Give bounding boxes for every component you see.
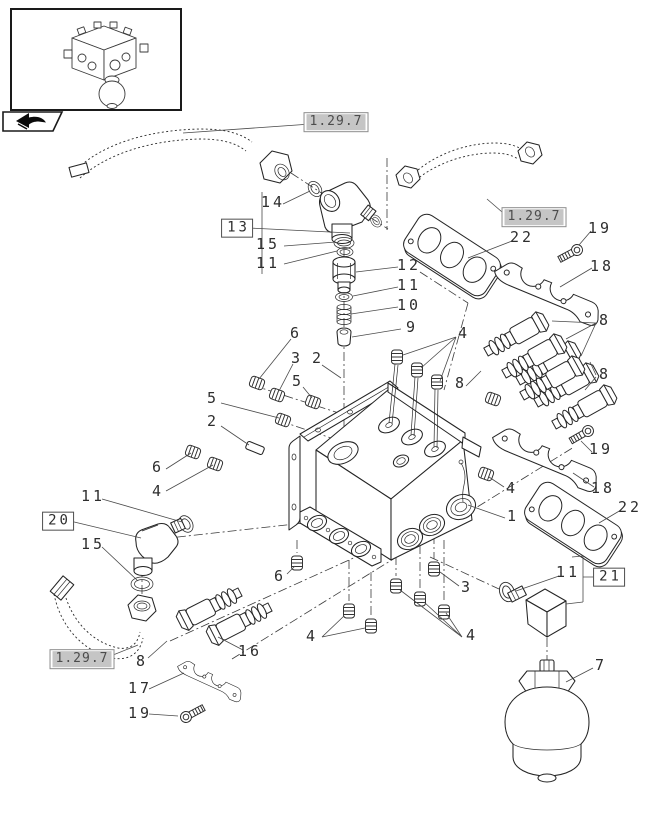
bolt-19-top bbox=[556, 242, 585, 265]
callout-3-37: 3 bbox=[460, 578, 474, 597]
valve-body-1 bbox=[288, 363, 482, 567]
callout-16-38: 16 bbox=[237, 642, 263, 661]
callout-18-15: 18 bbox=[589, 257, 615, 276]
section-ref-1.29.7-1[interactable]: 1.29.7 bbox=[501, 207, 567, 227]
callout-5-23: 5 bbox=[291, 372, 305, 391]
callout-11-8: 11 bbox=[255, 254, 281, 273]
callout-4-27: 4 bbox=[151, 482, 165, 501]
callout-4-41: 4 bbox=[465, 626, 479, 645]
callout-2-22: 2 bbox=[311, 349, 325, 368]
callout-15-7: 15 bbox=[255, 235, 281, 254]
leader-lines bbox=[69, 123, 622, 717]
section-ref-label: 1.29.7 bbox=[52, 651, 112, 667]
callout-11-10: 11 bbox=[396, 276, 422, 295]
assembly-thumbnail-drawing bbox=[63, 21, 149, 109]
back-arrow-tab[interactable] bbox=[2, 111, 64, 132]
section-ref-label: 1.29.7 bbox=[504, 209, 564, 225]
callout-19-14: 19 bbox=[587, 219, 613, 238]
callout-8-17: 8 bbox=[598, 365, 612, 384]
callout-13-3: 13 bbox=[221, 218, 253, 238]
assembly-inset-thumbnail[interactable] bbox=[10, 8, 182, 111]
elbow-fitting-20-assembly bbox=[49, 512, 197, 660]
port-plugs bbox=[184, 349, 502, 634]
bolt-19-bottom bbox=[178, 702, 207, 725]
callout-7-44: 7 bbox=[594, 656, 608, 675]
callout-2-25: 2 bbox=[206, 412, 220, 431]
callout-11-35: 11 bbox=[555, 563, 581, 582]
callout-4-18: 4 bbox=[457, 324, 471, 343]
callout-17-42: 17 bbox=[127, 679, 153, 698]
accumulator-7 bbox=[504, 659, 590, 783]
callout-5-24: 5 bbox=[206, 389, 220, 408]
callout-14-6: 14 bbox=[260, 193, 286, 212]
callout-6-36: 6 bbox=[273, 567, 287, 586]
callout-8-16: 8 bbox=[598, 311, 612, 330]
section-ref-1.29.7-0[interactable]: 1.29.7 bbox=[303, 112, 369, 132]
callout-15-29: 15 bbox=[80, 535, 106, 554]
elbow-union-assembly bbox=[304, 178, 385, 347]
callout-1-33: 1 bbox=[506, 507, 520, 526]
callout-6-20: 6 bbox=[289, 324, 303, 343]
callout-22-34: 22 bbox=[617, 498, 643, 517]
callout-12-9: 12 bbox=[396, 256, 422, 275]
spring-10 bbox=[336, 304, 352, 325]
elbow-fitting-20 bbox=[135, 522, 179, 564]
section-ref-label: 1.29.7 bbox=[306, 114, 366, 130]
bottom-cartridges-16 bbox=[173, 581, 276, 649]
section-ref-1.29.7-2[interactable]: 1.29.7 bbox=[49, 649, 115, 669]
o-ring-15-left bbox=[130, 576, 154, 592]
callout-21-5: 21 bbox=[593, 567, 625, 587]
callout-22-13: 22 bbox=[509, 228, 535, 247]
adapter-fitting-12 bbox=[332, 256, 356, 294]
hose-top-left bbox=[68, 128, 293, 184]
callout-19-30: 19 bbox=[588, 440, 614, 459]
o-ring-11b bbox=[335, 292, 353, 302]
callout-4-32: 4 bbox=[505, 479, 519, 498]
hose-top-right bbox=[395, 141, 543, 189]
poppet-9 bbox=[336, 327, 352, 347]
callout-9-12: 9 bbox=[405, 318, 419, 337]
callout-4-40: 4 bbox=[305, 627, 319, 646]
callout-19-43: 19 bbox=[127, 704, 153, 723]
callout-10-11: 10 bbox=[396, 296, 422, 315]
callout-8-39: 8 bbox=[135, 652, 149, 671]
callout-20-4: 20 bbox=[42, 511, 74, 531]
callout-3-21: 3 bbox=[290, 349, 304, 368]
hose-nut bbox=[127, 594, 157, 622]
bracket-18-top bbox=[487, 258, 607, 328]
o-ring-15 bbox=[333, 237, 355, 249]
sensor-21-assembly bbox=[496, 579, 567, 638]
bracket-17 bbox=[172, 658, 247, 704]
back-arrow-icon bbox=[16, 113, 46, 128]
callout-18-31: 18 bbox=[590, 479, 616, 498]
callout-8-19: 8 bbox=[454, 374, 468, 393]
backup-ring-11 bbox=[336, 247, 354, 257]
callout-6-26: 6 bbox=[151, 458, 165, 477]
callout-11-28: 11 bbox=[80, 487, 106, 506]
